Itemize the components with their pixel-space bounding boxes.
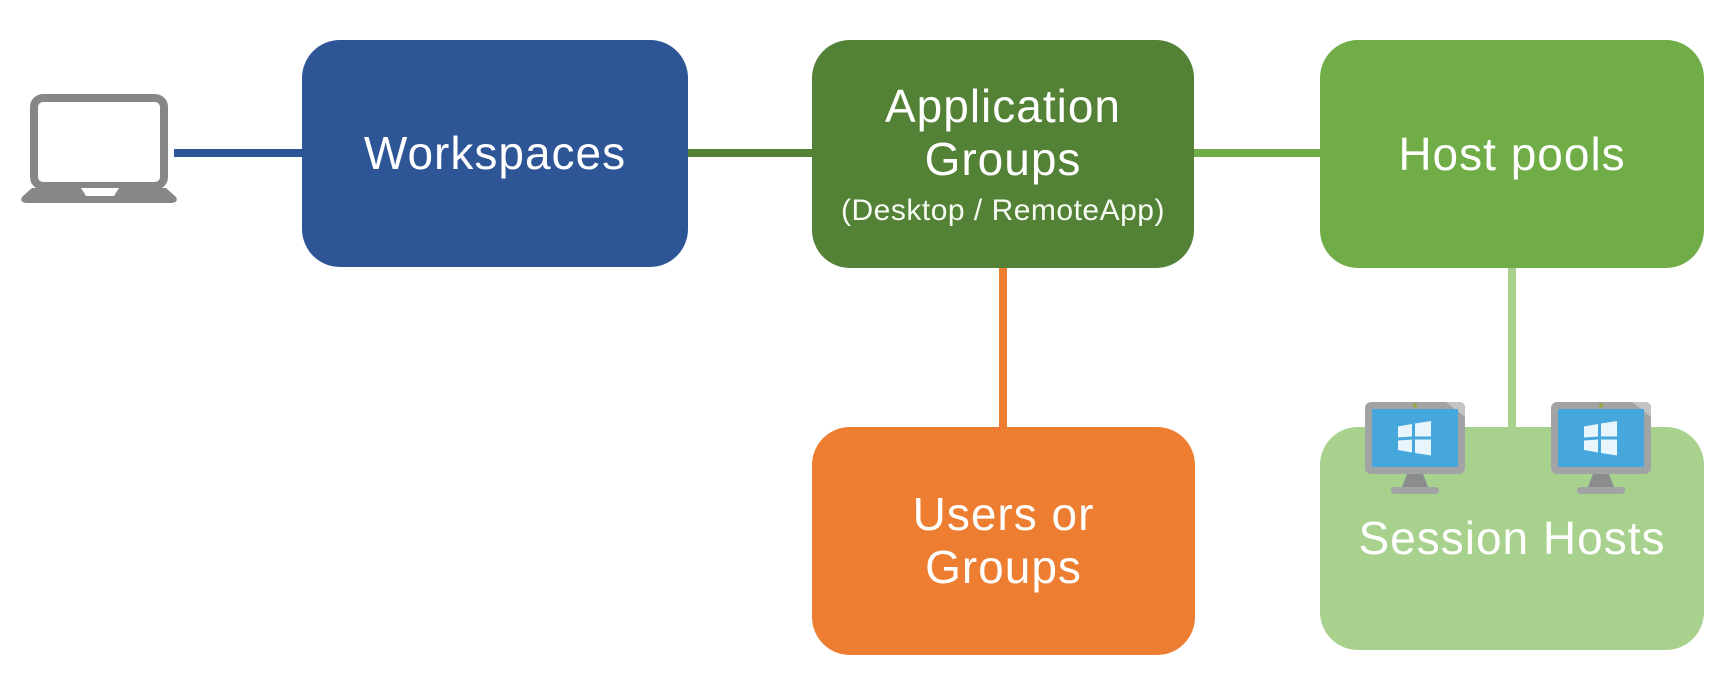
application-groups-label: Application Groups xyxy=(884,80,1122,185)
monitor-screen xyxy=(1558,409,1644,467)
windows-logo-icon xyxy=(1398,421,1431,456)
monitor-camera-dot xyxy=(1598,403,1604,408)
connector-client-to-workspaces xyxy=(174,149,304,157)
session-hosts-label: Session Hosts xyxy=(1358,512,1666,565)
connector-host-pools-to-session-hosts xyxy=(1508,266,1516,429)
node-application-groups: Application Groups (Desktop / RemoteApp) xyxy=(812,40,1194,268)
monitor-camera-dot xyxy=(1412,403,1418,408)
host-pools-label: Host pools xyxy=(1398,127,1626,180)
laptop-icon xyxy=(21,94,177,203)
windows-monitor-icon xyxy=(1365,402,1465,494)
monitor-stand-neck xyxy=(1402,474,1428,487)
connector-application-groups-to-users-or-groups xyxy=(999,266,1007,429)
windows-logo-icon xyxy=(1584,421,1617,456)
laptop-base-notch xyxy=(81,188,119,196)
node-workspaces: Workspaces xyxy=(302,40,688,267)
monitor-stand-base xyxy=(1391,487,1439,494)
application-groups-sublabel: (Desktop / RemoteApp) xyxy=(841,193,1165,227)
connector-workspaces-to-application-groups xyxy=(686,149,814,157)
monitor-stand-neck xyxy=(1588,474,1614,487)
monitor-stand-base xyxy=(1577,487,1625,494)
laptop-screen-frame xyxy=(30,94,168,190)
node-users-or-groups: Users or Groups xyxy=(812,427,1195,655)
windows-monitor-icon xyxy=(1551,402,1651,494)
connector-application-groups-to-host-pools xyxy=(1192,149,1322,157)
monitor-screen xyxy=(1372,409,1458,467)
users-or-groups-label: Users or Groups xyxy=(912,488,1095,593)
workspaces-label: Workspaces xyxy=(363,127,627,180)
node-host-pools: Host pools xyxy=(1320,40,1704,268)
